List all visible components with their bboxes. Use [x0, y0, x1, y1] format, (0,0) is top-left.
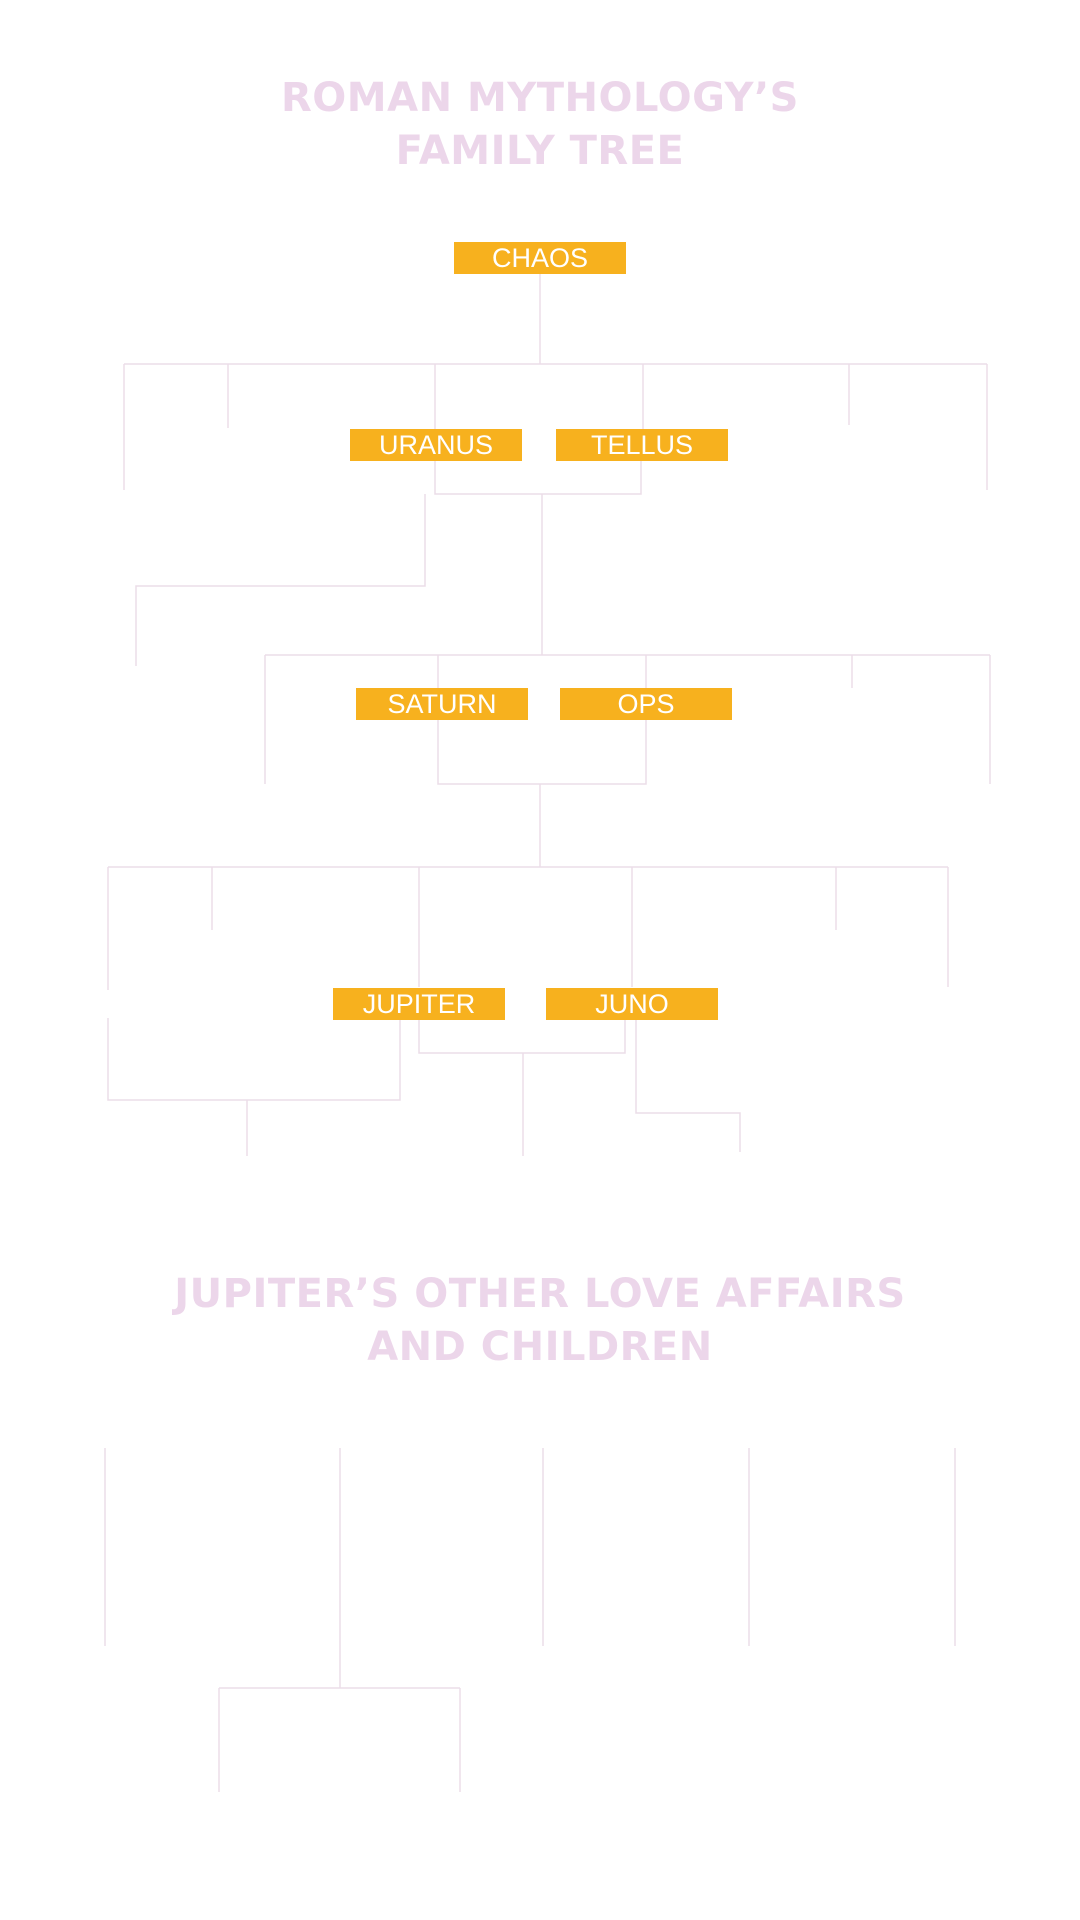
love-affairs-title: JUPITER’S OTHER LOVE AFFAIRS AND CHILDRE… — [0, 1268, 1080, 1374]
node-ops: OPS — [560, 688, 732, 720]
connector-jupiter-side-branch — [107, 1018, 401, 1101]
node-saturn: SATURN — [356, 688, 528, 720]
family-tree-title-line-2: FAMILY TREE — [395, 128, 685, 174]
connector-uranus-side-branch — [135, 494, 426, 666]
connector-jupiter-juno — [418, 1020, 626, 1054]
connector-saturn-ops — [437, 720, 647, 785]
family-tree-title: ROMAN MYTHOLOGY’S FAMILY TREE — [0, 72, 1080, 178]
node-juno: JUNO — [546, 988, 718, 1020]
connector-juno-side-branch — [635, 1020, 741, 1152]
node-chaos: CHAOS — [454, 242, 626, 274]
love-affairs-title-line-1: JUPITER’S OTHER LOVE AFFAIRS — [174, 1271, 906, 1317]
connector-uranus-tellus — [434, 461, 642, 495]
family-tree-title-line-1: ROMAN MYTHOLOGY’S — [281, 75, 799, 121]
node-tellus: TELLUS — [556, 429, 728, 461]
node-jupiter: JUPITER — [333, 988, 505, 1020]
love-affairs-title-line-2: AND CHILDREN — [367, 1324, 713, 1370]
node-uranus: URANUS — [350, 429, 522, 461]
